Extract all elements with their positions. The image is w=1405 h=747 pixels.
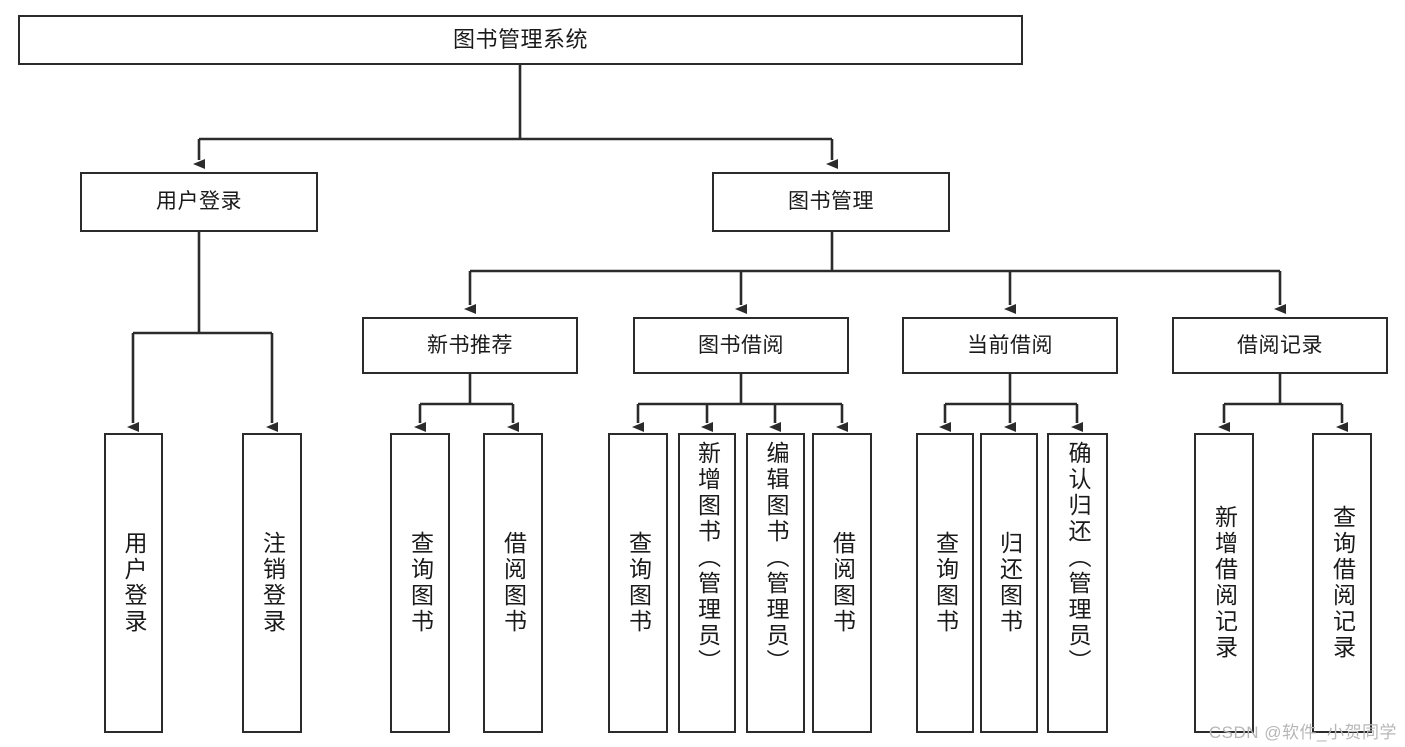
node-leaf-query-borrow-record-label: 查询借阅记录 [1329,505,1356,661]
node-borrow-record-label: 借阅记录 [1237,333,1323,357]
node-leaf-borrow-book-1-label: 借阅图书 [500,531,527,635]
node-leaf-edit-book[interactable]: 编辑图书（管理员） [746,433,805,733]
node-leaf-return-book-label: 归还图书 [996,531,1023,635]
node-leaf-query-book-2-label: 查询图书 [625,531,652,635]
node-new-book-recommend-label: 新书推荐 [427,333,513,357]
node-leaf-query-book-1-label: 查询图书 [407,531,434,635]
node-book-borrow-label: 图书借阅 [698,333,784,357]
node-leaf-add-borrow-record[interactable]: 新增借阅记录 [1194,433,1254,733]
node-new-book-recommend[interactable]: 新书推荐 [362,317,578,374]
node-leaf-borrow-book-2[interactable]: 借阅图书 [812,433,872,733]
node-user-login[interactable]: 用户登录 [80,172,318,232]
node-leaf-add-book[interactable]: 新增图书（管理员） [678,433,736,733]
node-leaf-edit-book-label: 编辑图书（管理员） [763,441,789,675]
node-borrow-record[interactable]: 借阅记录 [1172,317,1388,374]
node-leaf-add-book-label: 新增图书（管理员） [694,441,721,675]
node-leaf-query-book-3[interactable]: 查询图书 [916,433,974,733]
node-leaf-return-book[interactable]: 归还图书 [980,433,1038,733]
node-leaf-user-login[interactable]: 用户登录 [104,433,163,733]
node-leaf-user-login-label: 用户登录 [121,531,147,635]
node-leaf-add-borrow-record-label: 新增借阅记录 [1211,505,1238,661]
node-user-login-label: 用户登录 [156,190,242,214]
node-current-borrow-label: 当前借阅 [967,333,1053,357]
node-leaf-logout[interactable]: 注销登录 [242,433,302,733]
node-book-management[interactable]: 图书管理 [712,172,950,232]
node-book-management-label: 图书管理 [788,190,874,214]
node-leaf-query-borrow-record[interactable]: 查询借阅记录 [1312,433,1372,733]
node-root[interactable]: 图书管理系统 [18,15,1023,65]
node-book-borrow[interactable]: 图书借阅 [633,317,849,374]
node-leaf-query-book-3-label: 查询图书 [932,531,959,635]
node-leaf-query-book-1[interactable]: 查询图书 [390,433,450,733]
node-leaf-confirm-return[interactable]: 确认归还（管理员） [1047,433,1108,733]
node-leaf-logout-label: 注销登录 [259,531,286,635]
node-leaf-borrow-book-2-label: 借阅图书 [829,531,856,635]
node-leaf-query-book-2[interactable]: 查询图书 [608,433,668,733]
node-leaf-borrow-book-1[interactable]: 借阅图书 [483,433,543,733]
node-root-label: 图书管理系统 [452,26,588,52]
node-leaf-confirm-return-label: 确认归还（管理员） [1065,441,1091,675]
node-current-borrow[interactable]: 当前借阅 [902,317,1118,374]
